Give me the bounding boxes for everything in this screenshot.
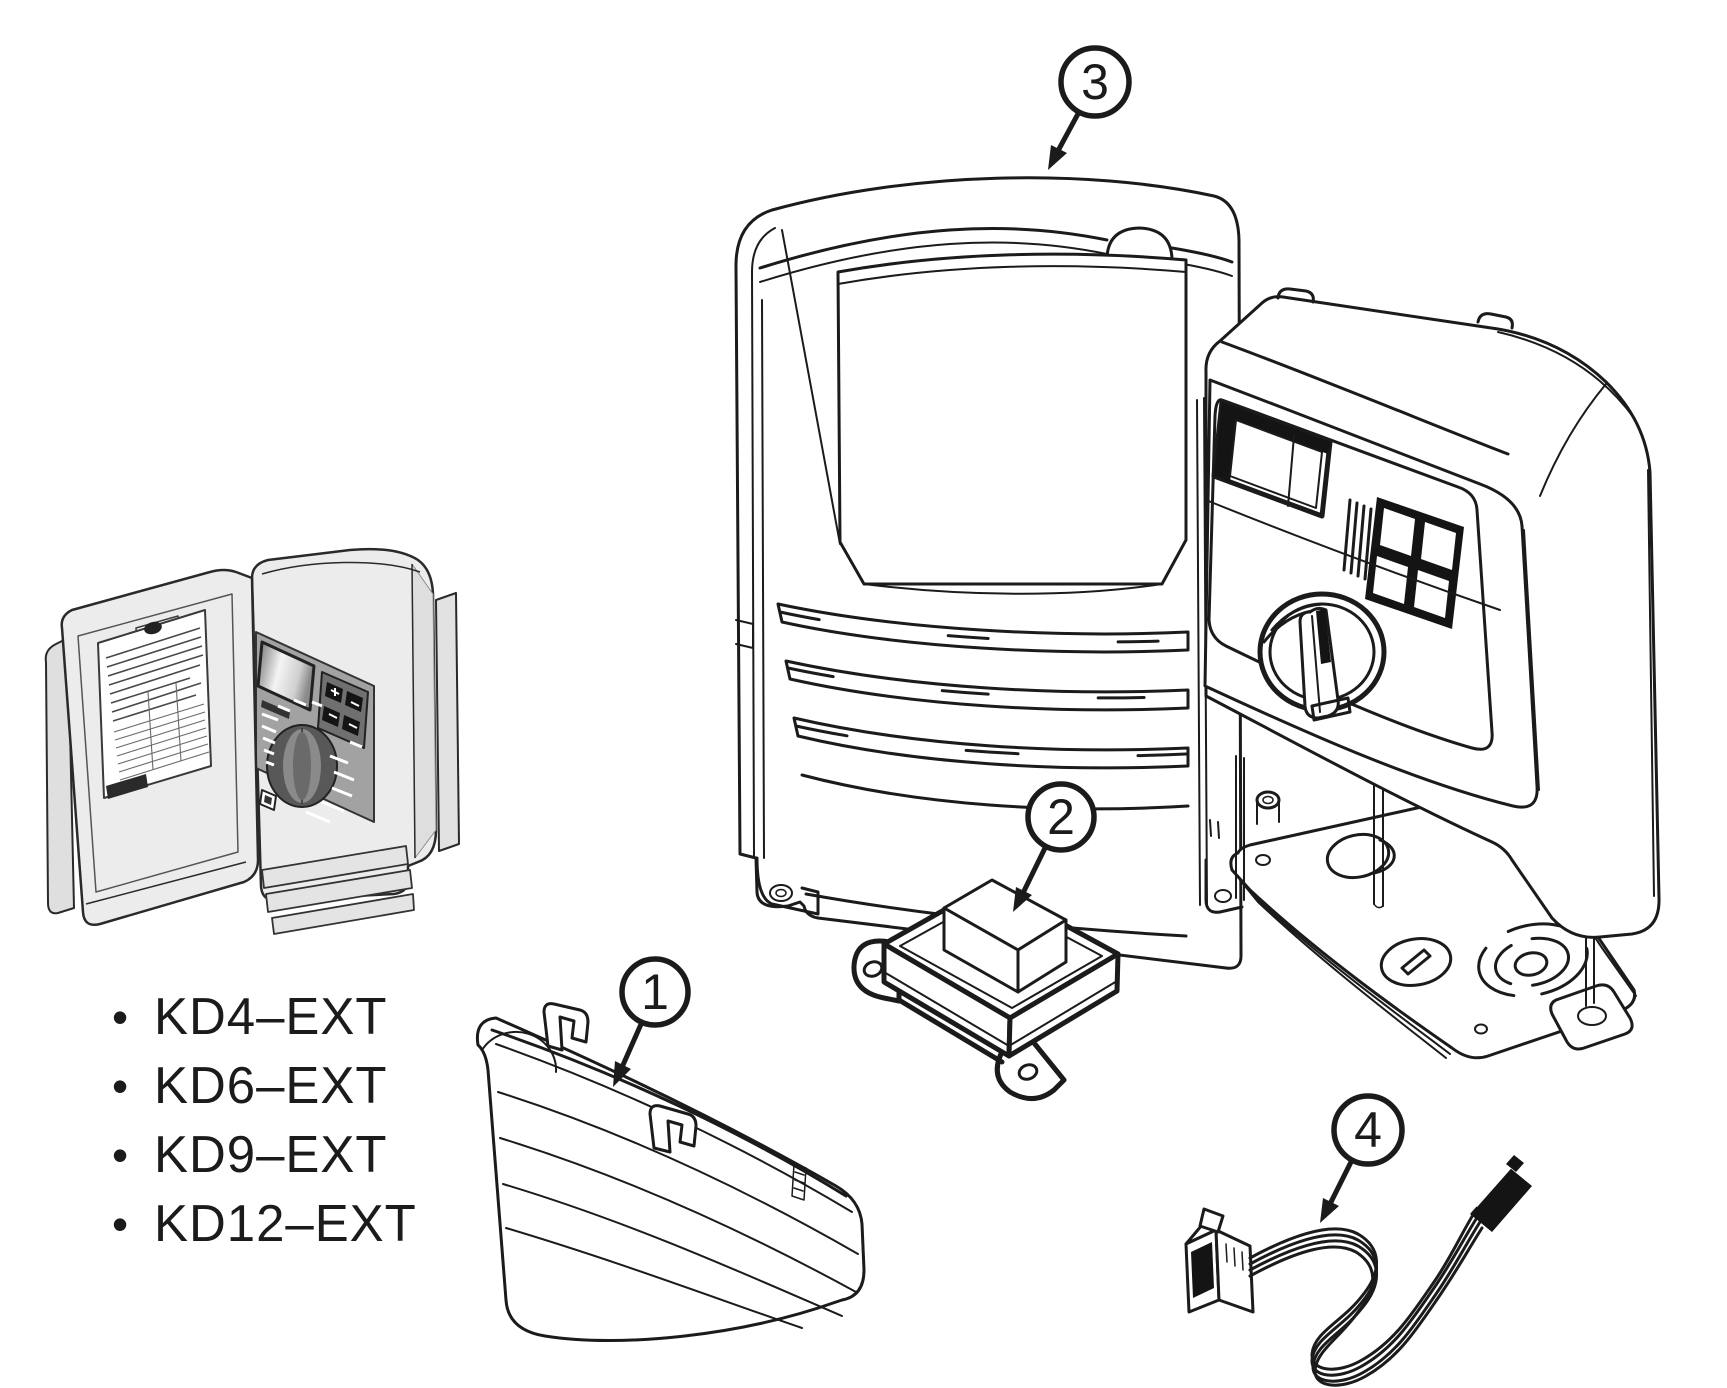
controller-module [1203, 287, 1661, 939]
bullet-icon: • [112, 1128, 129, 1181]
cabinet-cover-part [734, 176, 1244, 970]
module-dial [1257, 591, 1387, 722]
door-hook-tab [542, 1002, 590, 1052]
list-item: • KD12–EXT [112, 1189, 422, 1258]
door-panel-part [475, 1002, 866, 1342]
controller-door-open [60, 568, 260, 926]
model-name: KD6–EXT [154, 1056, 388, 1115]
model-name: KD12–EXT [154, 1194, 417, 1253]
transformer-part [851, 878, 1121, 1101]
callout-3-number: 3 [1081, 54, 1109, 110]
model-list: • KD4–EXT • KD6–EXT • KD9–EXT • KD12–EXT [112, 982, 422, 1258]
module-control-panel [1207, 398, 1494, 751]
callout-1-number: 1 [641, 964, 669, 1020]
callout-4-arrow [1320, 1198, 1339, 1223]
bullet-icon: • [112, 1059, 129, 1112]
door-instruction-label [97, 609, 212, 799]
model-name: KD9–EXT [154, 1125, 388, 1184]
knockout-hole-crescent [1325, 832, 1396, 880]
bullet-icon: • [112, 1197, 129, 1250]
callout-2-arrow [1013, 887, 1032, 912]
transformer-core [942, 878, 1068, 994]
cabinet-top-notch [1105, 226, 1174, 261]
door-latch-detail [791, 1163, 807, 1201]
rj-connector [1184, 1207, 1255, 1314]
brand-logo [261, 700, 290, 719]
callout-4-circle [1331, 1093, 1405, 1167]
cabinet-foot-left [755, 856, 820, 916]
panel-markings [261, 698, 363, 824]
callout-2: 2 [1013, 781, 1097, 912]
bullet-icon: • [112, 990, 129, 1043]
assembled-controller [44, 547, 460, 935]
callout-3-circle [1058, 45, 1132, 119]
callout-2-circle [1025, 781, 1097, 853]
cabinet-window [836, 252, 1188, 586]
cabinet-foot-right [1204, 858, 1244, 914]
callout-3: 3 [1048, 45, 1132, 170]
interface-cable-part [1184, 1155, 1532, 1387]
wire-bundle [1248, 1208, 1484, 1387]
controller-louvers [261, 845, 415, 935]
controller-button-pad [317, 671, 369, 749]
callout-1-circle [619, 956, 691, 1028]
model-name: KD4–EXT [154, 987, 388, 1046]
ribbon-connector [1470, 1155, 1532, 1232]
module-lcd [1211, 399, 1333, 519]
controller-lcd [256, 640, 316, 712]
door-hook-tab [648, 1104, 698, 1154]
list-item: • KD6–EXT [112, 1051, 422, 1120]
callout-1-arrow [613, 1061, 631, 1087]
list-item: • KD4–EXT [112, 982, 422, 1051]
base-plate-foot [1549, 983, 1634, 1051]
callout-4-number: 4 [1354, 1102, 1382, 1158]
callout-1: 1 [613, 956, 691, 1087]
knockout-hole-slot [1379, 937, 1453, 987]
list-item: • KD9–EXT [112, 1120, 422, 1189]
module-vent-hatch [1342, 498, 1373, 581]
hinge-pin [1255, 790, 1281, 825]
controller-dial [266, 724, 338, 808]
callout-2-number: 2 [1047, 789, 1075, 845]
callout-4: 4 [1320, 1093, 1405, 1223]
callout-3-arrow [1048, 145, 1067, 170]
